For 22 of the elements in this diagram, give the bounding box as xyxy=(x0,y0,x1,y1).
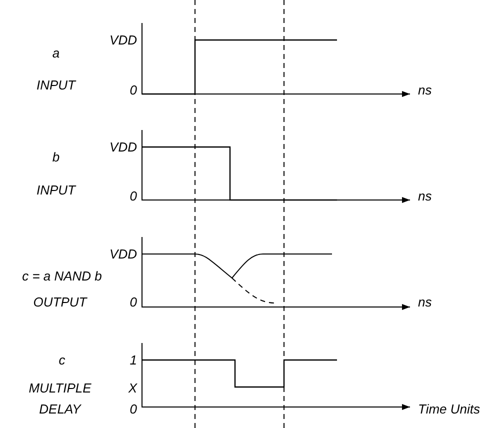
signal-name: b xyxy=(52,150,60,164)
level-label: VDD xyxy=(110,248,137,260)
signal-type: MULTIPLE xyxy=(28,382,92,394)
level-label: 1 xyxy=(130,354,137,366)
axis-unit: ns xyxy=(418,84,432,96)
level-label: VDD xyxy=(110,140,137,154)
signal-name: a xyxy=(52,46,60,60)
signal-type: INPUT xyxy=(36,184,76,196)
level-label: X xyxy=(128,382,137,394)
signal-type: OUTPUT xyxy=(33,296,87,308)
level-label: 0 xyxy=(130,84,137,96)
signal-name: c xyxy=(58,354,66,366)
signal-name: c = a NAND b xyxy=(22,270,102,282)
axis-unit: ns xyxy=(418,190,432,202)
axis-unit: Time Units xyxy=(418,402,480,416)
signal-type: INPUT xyxy=(36,78,76,92)
level-label: VDD xyxy=(110,34,137,46)
level-label: 0 xyxy=(130,190,137,202)
level-label: 0 xyxy=(130,296,137,308)
axis-unit: ns xyxy=(418,296,432,308)
level-label: 0 xyxy=(130,402,137,416)
signal-type: DELAY xyxy=(39,402,81,416)
